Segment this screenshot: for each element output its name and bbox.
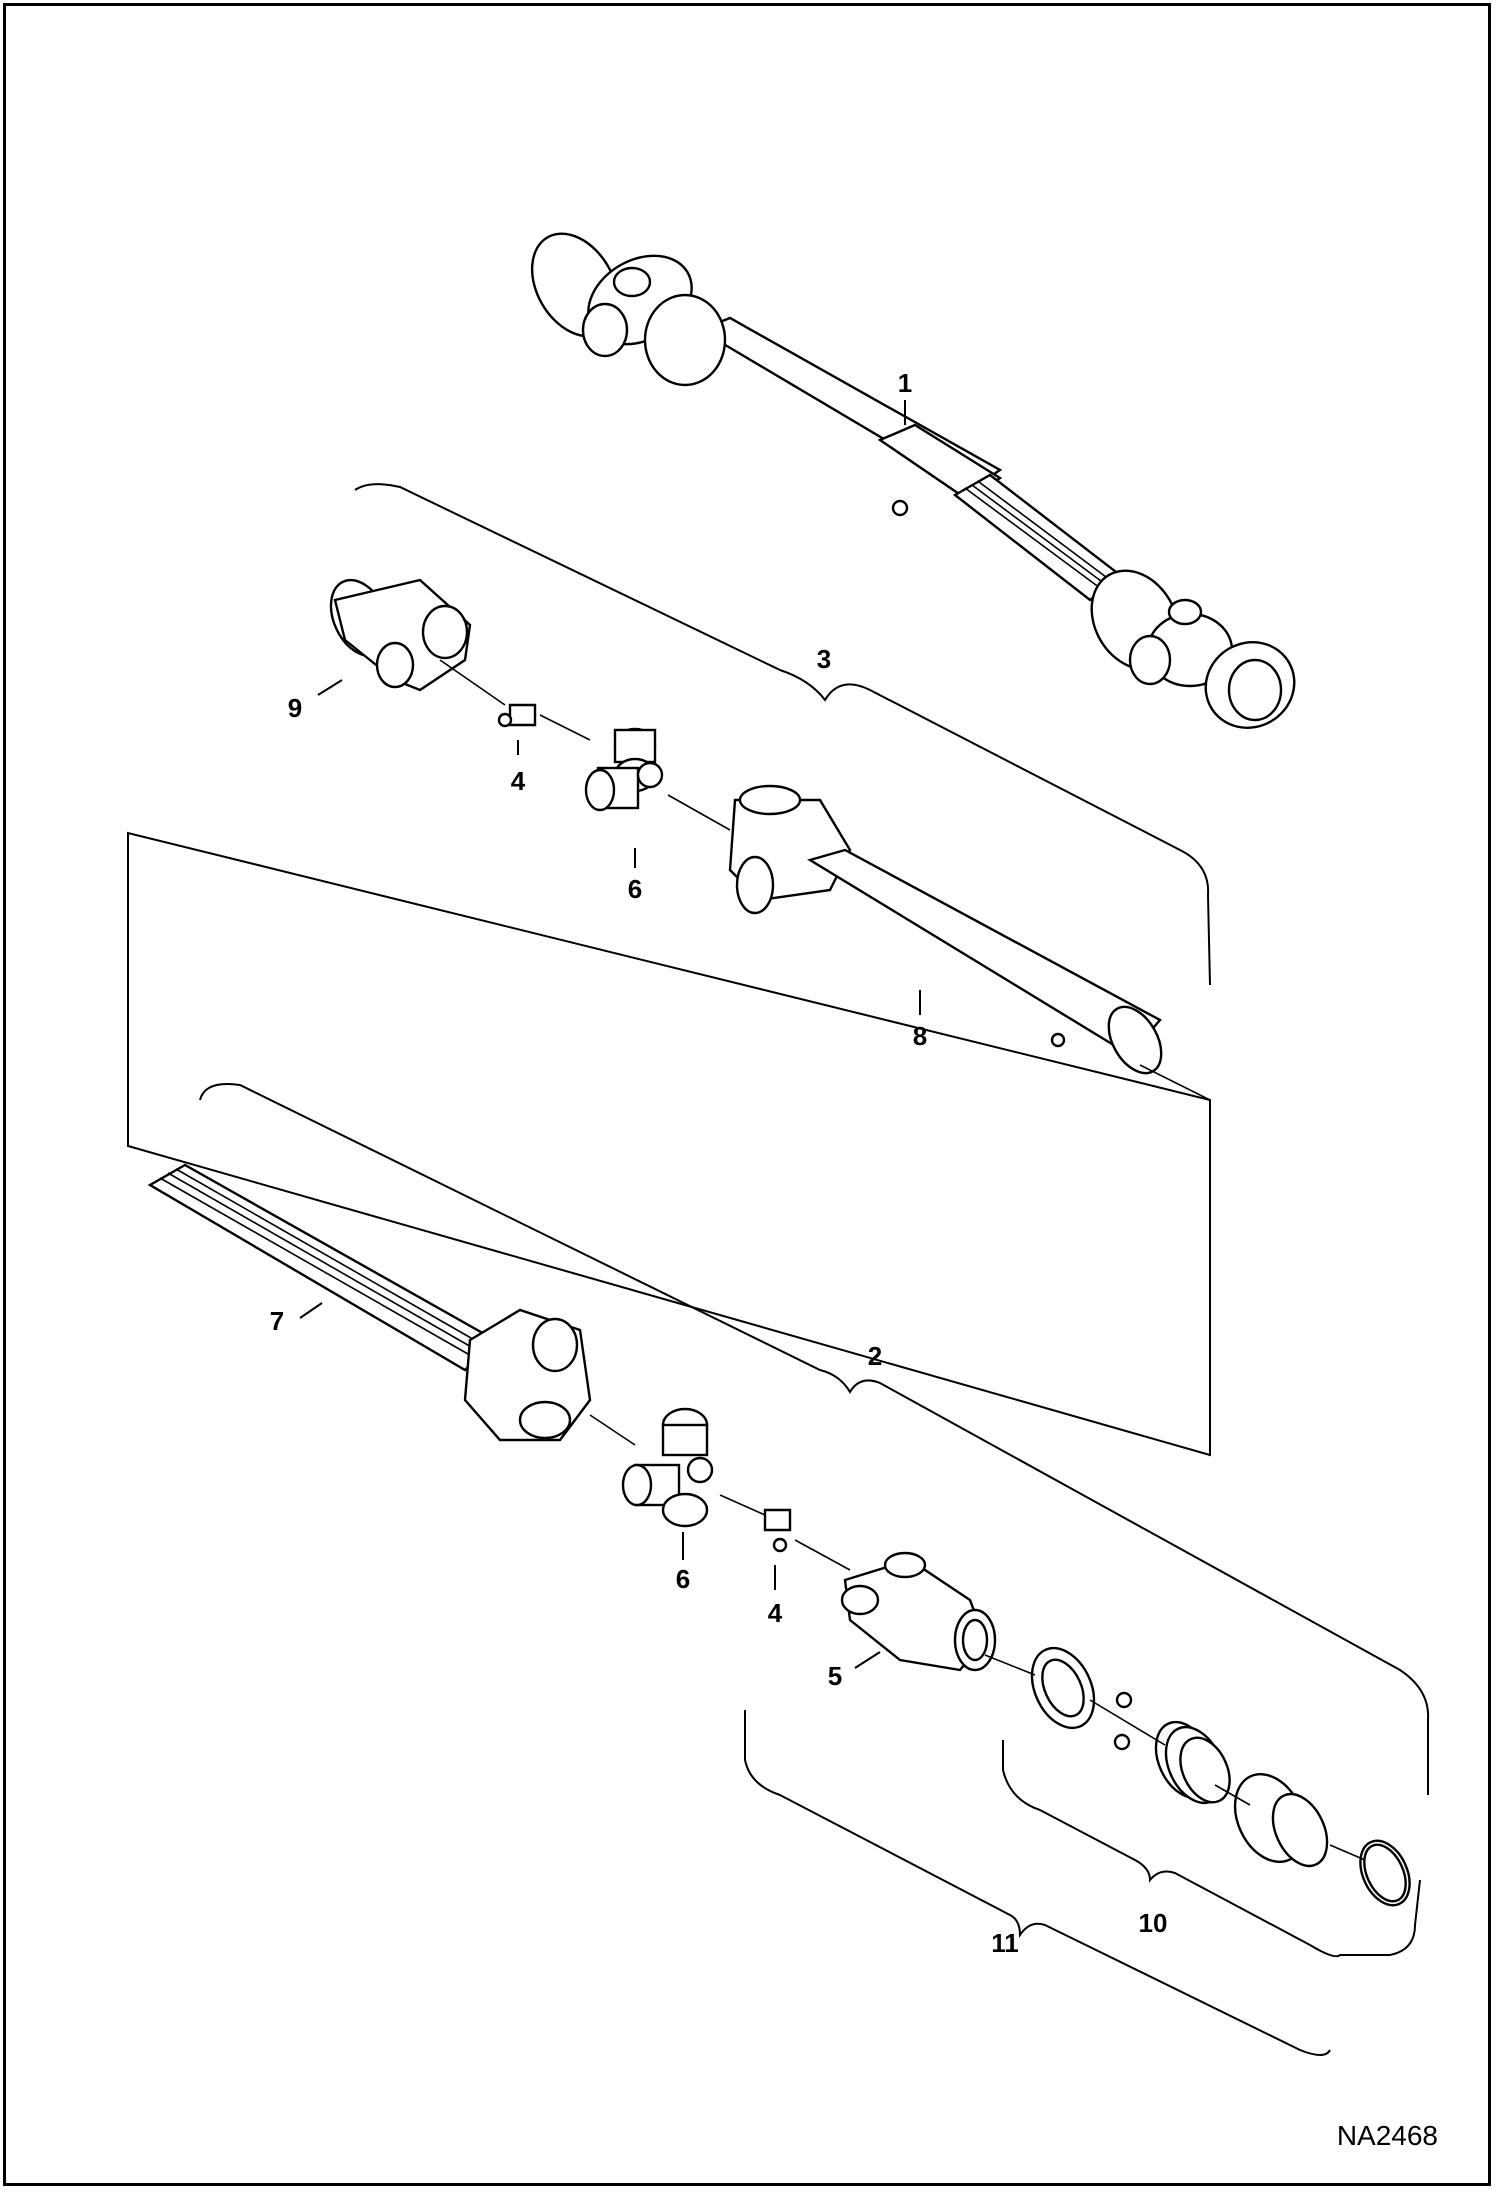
callout-10: 10 (1139, 1908, 1168, 1938)
group-brackets (127, 483, 1430, 2056)
callout-2: 2 (868, 1341, 882, 1371)
callout-1: 1 (898, 368, 912, 398)
callout-7: 7 (270, 1306, 284, 1336)
lower-half-assembly (147, 1163, 997, 1672)
callout-8: 8 (913, 1021, 927, 1051)
callout-11: 11 (991, 1928, 1019, 1958)
upper-half-assembly (329, 578, 1163, 1075)
callout-4-upper: 4 (511, 766, 526, 796)
callout-4-lower: 4 (768, 1598, 783, 1628)
leader-lines (299, 400, 921, 1669)
clutch-kit (1030, 1646, 1411, 1907)
driveline-assembly (530, 232, 1296, 729)
centre-lines (439, 659, 1366, 1861)
callout-5: 5 (828, 1661, 842, 1691)
callout-6-lower: 6 (676, 1564, 690, 1594)
callout-6-upper: 6 (628, 874, 642, 904)
drawing-frame (3, 3, 1491, 2186)
callout-3: 3 (817, 644, 831, 674)
drawing-code: NA2468 (1337, 2120, 1438, 2151)
callout-9: 9 (288, 693, 302, 723)
